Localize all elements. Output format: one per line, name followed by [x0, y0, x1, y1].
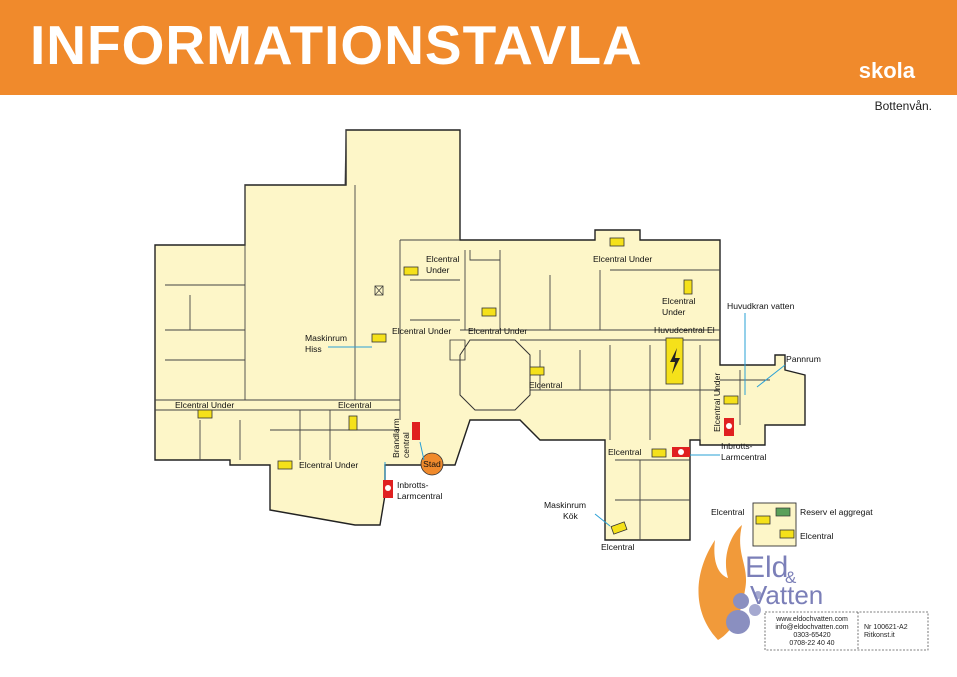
label-elcentral: Elcentral: [601, 542, 635, 552]
sprinkler-label: Stad: [423, 459, 441, 469]
fire-alarm-central-icon: [412, 422, 420, 440]
label-under: Under: [426, 265, 450, 275]
label-elevator: Hiss: [305, 344, 322, 354]
central-hall: [459, 339, 531, 411]
label-machine-room: Maskinrum: [544, 500, 586, 510]
legend-elcentral: Elcentral: [800, 531, 834, 541]
label-elcentral: Elcentral: [608, 447, 642, 457]
label-intrusion: Inbrotts-: [397, 480, 429, 490]
alarm-indicator: [385, 485, 391, 491]
interior-walls: [155, 129, 770, 540]
label-central: central: [401, 432, 411, 458]
bubble-icon: [749, 604, 761, 616]
elcentral-icon: [723, 395, 739, 405]
bubble-icon: [754, 591, 762, 599]
elcentral-icon: [403, 266, 419, 276]
legend: Elcentral Reserv el aggregat Elcentral: [711, 502, 873, 547]
elcentral-icon: [609, 237, 625, 247]
label-elcentral: Elcentral: [529, 380, 563, 390]
label-elcentral-under: Elcentral Under: [175, 400, 234, 410]
label-elcentral-under: Elcentral Under: [299, 460, 358, 470]
elcentral-icon: [197, 409, 213, 419]
elcentral-icon: [779, 529, 795, 539]
label-elcentral: Elcentral: [662, 296, 696, 306]
elcentral-icon: [755, 515, 771, 525]
elevator-icon: [374, 285, 384, 296]
building-type: skola: [858, 58, 915, 83]
logo-eld: Eld: [745, 551, 788, 584]
company-logo: Eld & Vatten: [698, 525, 823, 640]
elcentral-icon: [683, 279, 693, 295]
contact-phone-mobile: 0708-22 40 40: [789, 640, 834, 647]
contact-email: info@eldochvatten.com: [775, 624, 848, 631]
contact-phone: 0303-65420: [793, 632, 830, 639]
label-main-water-valve: Huvudkran vatten: [727, 301, 795, 311]
legend-reserve-generator: Reserv el aggregat: [800, 507, 873, 517]
leader-lines: [328, 313, 786, 527]
elcentral-icon: [529, 366, 545, 376]
lightning-icon: [670, 348, 680, 374]
elevator-cross: [374, 285, 384, 296]
label-kitchen: Kök: [563, 511, 579, 521]
elcentral-icon: [610, 521, 628, 535]
header-bar: INFORMATIONSTAVLA skola: [0, 0, 957, 95]
label-main-electrical: Huvudcentral El: [654, 325, 715, 335]
sprinkler-valve-icon: [420, 452, 444, 476]
elcentral-icon: [348, 415, 358, 431]
elcentral-icon: [481, 307, 497, 317]
contact-box: www.eldochvatten.com info@eldochvatten.c…: [764, 611, 929, 651]
label-alarm-central: Larmcentral: [721, 452, 766, 462]
logo-ampersand: &: [785, 568, 797, 587]
elcentral-icon: [277, 460, 293, 470]
label-elcentral-under: Elcentral Under: [593, 254, 652, 264]
label-elcentral: Elcentral: [338, 400, 372, 410]
document-number: Nr 100621-A2: [864, 624, 908, 631]
elcentral-icon: [651, 448, 667, 458]
label-elcentral-under: Elcentral Under: [468, 326, 527, 336]
label-elcentral: Elcentral: [426, 254, 460, 264]
legend-elcentral: Elcentral: [711, 507, 745, 517]
label-fire-alarm: Brandlarm: [391, 418, 401, 458]
label-intrusion: Inbrotts-: [721, 441, 753, 451]
reserve-generator-icon: [775, 507, 791, 517]
bubble-icon: [733, 593, 749, 609]
label-elcentral-under-vertical: Elcentral Under: [712, 373, 722, 432]
alarm-indicator: [726, 423, 732, 429]
contact-web: www.eldochvatten.com: [775, 616, 848, 623]
building-outline: [154, 129, 806, 541]
bubble-icon: [726, 610, 750, 634]
contact-frame: [764, 611, 929, 651]
page-title: INFORMATIONSTAVLA: [30, 14, 643, 76]
label-boiler-room: Pannrum: [786, 354, 821, 364]
label-alarm-central: Larmcentral: [397, 491, 442, 501]
document-type: Ritkonst.it: [864, 632, 895, 639]
label-elcentral-under: Elcentral Under: [392, 326, 451, 336]
floor-label: Bottenvån.: [874, 99, 932, 113]
elcentral-icon: [371, 333, 387, 343]
label-machine-room: Maskinrum: [305, 333, 347, 343]
alarm-indicator: [678, 449, 684, 455]
elcentral-markers: [197, 237, 739, 535]
label-under: Under: [662, 307, 686, 317]
hall-niche: [449, 339, 466, 361]
logo-vatten: Vatten: [750, 580, 823, 610]
